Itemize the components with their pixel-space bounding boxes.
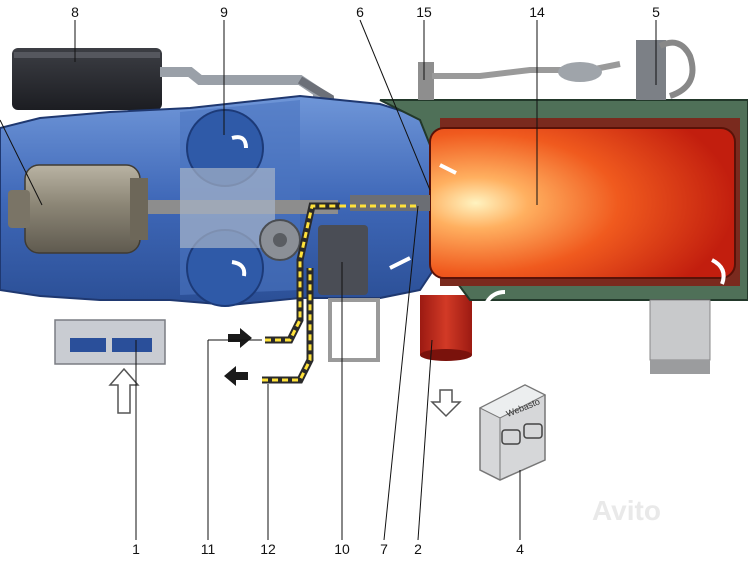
label-10: 10	[334, 541, 350, 557]
fuel-in-arrow-icon	[228, 328, 252, 348]
top-connectors	[418, 39, 696, 100]
label-7: 7	[380, 541, 388, 557]
label-12: 12	[260, 541, 276, 557]
fuel-lines	[262, 202, 420, 384]
exhaust-out-arrow-icon	[430, 389, 462, 418]
label-15: 15	[416, 4, 432, 20]
label-2: 2	[414, 541, 422, 557]
control-unit: Webasto	[478, 384, 547, 481]
fuel-out-arrow-icon	[224, 366, 248, 386]
combustion-chamber	[429, 127, 736, 304]
label-8: 8	[71, 4, 79, 20]
mounting-bracket	[328, 298, 711, 374]
air-in-arrow-icon	[108, 367, 140, 414]
label-1: 1	[132, 541, 140, 557]
exhaust-pipe	[420, 295, 472, 361]
air-inlet	[54, 319, 166, 365]
electric-motor	[8, 164, 338, 254]
flow-arrows	[108, 328, 462, 418]
watermark-text: Avito	[592, 495, 661, 526]
label-6: 6	[356, 4, 364, 20]
label-9: 9	[220, 4, 228, 20]
leader-lines	[0, 19, 657, 541]
fan-rotors	[180, 109, 275, 307]
label-4: 4	[516, 541, 524, 557]
label-5: 5	[652, 4, 660, 20]
label-14: 14	[529, 4, 545, 20]
label-11: 11	[201, 541, 216, 557]
gear-assembly	[259, 219, 368, 295]
